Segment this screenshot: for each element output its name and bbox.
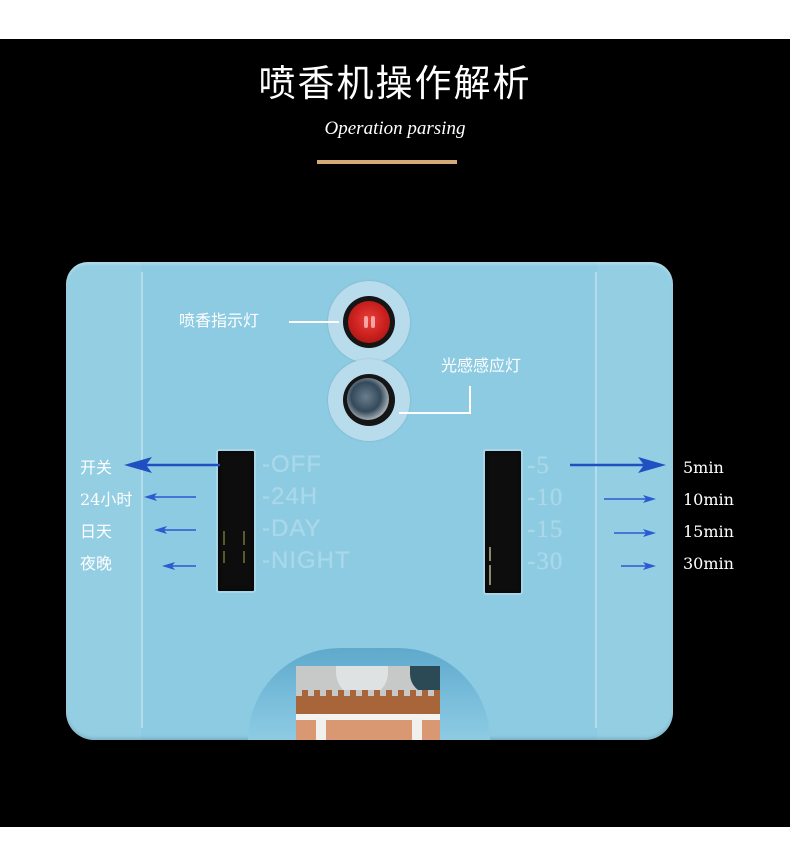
gear-rack (296, 696, 440, 714)
interval-option-10: -10 (527, 484, 564, 511)
interval-option-30: -30 (527, 548, 564, 575)
arrow-left-icon (124, 457, 220, 473)
arrow-right-icon (614, 529, 656, 537)
callout-5min: 5min (683, 458, 724, 477)
slider-wear (489, 547, 491, 561)
arrow-right-icon (621, 562, 656, 570)
slider-wear (243, 531, 245, 545)
gear-post (316, 718, 326, 740)
light-sensor (328, 359, 410, 441)
callout-15min: 15min (683, 522, 734, 541)
interval-option-15: -15 (527, 516, 564, 543)
mode-option-off: -OFF (262, 451, 322, 478)
arrow-left-icon (162, 562, 196, 570)
red-led-icon (348, 301, 390, 343)
gear-mechanism-window (296, 666, 440, 740)
slider-wear (243, 551, 245, 563)
gear-post (412, 718, 422, 740)
slider-wear (223, 531, 225, 545)
page-title: 喷香机操作解析 (258, 62, 532, 105)
light-sensor-callout-line-vertical (469, 386, 471, 414)
light-sensor-icon (347, 378, 389, 420)
arrow-left-icon (154, 526, 196, 534)
gear-base (296, 720, 440, 740)
spray-indicator-led (328, 281, 410, 363)
callout-daytime: 日天 (80, 522, 113, 541)
led-glint (371, 316, 375, 328)
right-ridge (595, 272, 597, 728)
left-ridge (141, 272, 143, 728)
callout-night: 夜晚 (80, 554, 113, 573)
light-sensor-callout-line-horizontal (399, 412, 471, 414)
arrow-right-icon (604, 495, 656, 503)
page-subtitle: Operation parsing (324, 118, 466, 139)
callout-power: 开关 (80, 458, 113, 477)
gear-teeth (296, 690, 440, 700)
gear-window-arch (248, 648, 490, 740)
arrow-right-icon (570, 457, 666, 473)
mode-switch-slider[interactable] (216, 449, 256, 593)
interval-option-5: -5 (527, 452, 550, 479)
light-sensor-label: 光感感应灯 (441, 356, 522, 375)
led-glint (364, 316, 368, 328)
mode-option-24h: -24H (262, 483, 319, 510)
right-side-panel (597, 262, 673, 740)
spray-indicator-callout-line (289, 321, 339, 323)
title-underline-divider (317, 160, 457, 164)
slider-wear (223, 551, 225, 563)
left-side-panel (66, 262, 141, 740)
callout-10min: 10min (683, 490, 734, 509)
interval-switch-slider[interactable] (483, 449, 523, 595)
mode-option-day: -DAY (262, 515, 322, 542)
callout-24-hours: 24小时 (80, 490, 133, 509)
spray-indicator-label: 喷香指示灯 (179, 311, 260, 330)
slider-wear (489, 565, 491, 585)
callout-30min: 30min (683, 554, 734, 573)
mode-option-night: -NIGHT (262, 547, 351, 574)
arrow-left-icon (144, 493, 196, 501)
diffuser-device-body (66, 262, 673, 740)
gear-band (296, 714, 440, 720)
